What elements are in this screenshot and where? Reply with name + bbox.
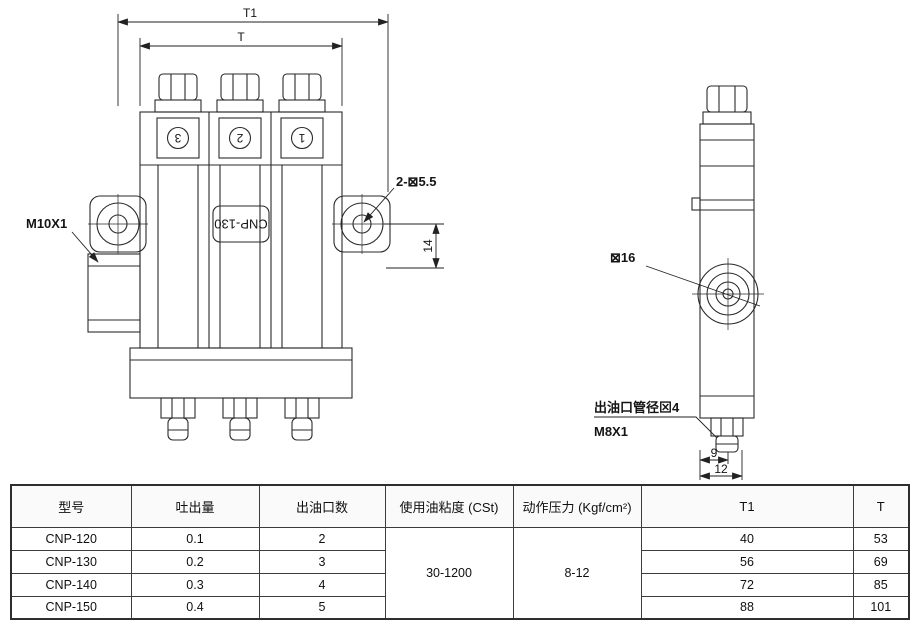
outlet-fitting-2 [222,397,258,441]
section-number-3: 3 [174,131,181,145]
cell-outlets: 4 [258,572,386,597]
cell-discharge: 0.1 [130,526,260,551]
cell-discharge: 0.4 [130,595,260,620]
side-view-dimensions [594,265,761,480]
cell-model: CNP-120 [10,526,132,551]
cell-model: CNP-150 [10,595,132,620]
side-body [691,123,755,419]
side-outlet-fitting [710,417,744,453]
top-bolt-3 [278,73,326,113]
spec-table: 型号 吐出量 出油口数 使用油粘度 (CSt) 动作压力 (Kgf/cm²) T… [10,484,910,620]
cell-t: 85 [852,572,910,597]
cell-pressure: 8-12 [512,526,642,620]
cell-model: CNP-140 [10,572,132,597]
col-header-discharge: 吐出量 [130,484,260,528]
cell-outlets: 2 [258,526,386,551]
front-view-dimensions [71,14,444,269]
table-header-row: 型号 吐出量 出油口数 使用油粘度 (CSt) 动作压力 (Kgf/cm²) T… [10,484,910,528]
cell-t: 53 [852,526,910,551]
section-number-2: 2 [236,131,243,145]
pump-body [139,111,343,349]
table-row: CNP-140 0.3 4 72 85 [10,572,910,597]
col-header-t: T [852,484,910,528]
col-header-pressure: 动作压力 (Kgf/cm²) [512,484,642,528]
model-stamp: CNP-130 [214,217,267,232]
cell-outlets: 3 [258,549,386,574]
dim-9-label: 9 [711,446,718,460]
front-view [87,73,392,441]
outlet-thread-label: M8X1 [594,424,628,439]
cell-t1: 72 [640,572,854,597]
dim-t-label: T [237,30,245,44]
side-view [691,85,764,453]
dim-12-label: 12 [714,462,728,476]
table-row: CNP-130 0.2 3 56 69 [10,549,910,574]
bottom-section [129,347,353,399]
cell-discharge: 0.2 [130,549,260,574]
section-plates [156,117,324,159]
cell-model: CNP-130 [10,549,132,574]
side-top-bolt [702,85,752,125]
outlet-fitting-1 [160,397,196,441]
section-number-1: 1 [298,131,305,145]
table-row: CNP-150 0.4 5 88 101 [10,595,910,620]
cell-t1: 56 [640,549,854,574]
bore-label: ⊠16 [610,250,635,265]
mounting-ear-right [332,194,392,254]
top-bolt-1 [154,73,202,113]
side-view-texts: ⊠16 出油口管径⊠4 M8X1 9 12 [594,250,728,476]
col-header-viscosity: 使用油粘度 (CSt) [384,484,514,528]
side-boss-circles [692,258,764,330]
cell-viscosity: 30-1200 [384,526,514,620]
cell-t: 101 [852,595,910,620]
thread-label: M10X1 [26,216,67,231]
valve-drawing: T1 T 14 M10X1 2-⊠5.5 CNP-130 3 2 1 [26,6,764,480]
cell-t1: 88 [640,595,854,620]
outlet-fitting-3 [284,397,320,441]
front-view-texts: T1 T 14 M10X1 2-⊠5.5 CNP-130 3 2 1 [26,6,437,253]
cell-outlets: 5 [258,595,386,620]
dim-14-label: 14 [421,239,435,253]
dim-t1-label: T1 [243,6,257,20]
model-plate [212,205,270,243]
mounting-ear-left [88,194,148,254]
col-header-outlets: 出油口数 [258,484,386,528]
mount-holes-label: 2-⊠5.5 [396,174,437,189]
cell-discharge: 0.3 [130,572,260,597]
outlet-pipe-label: 出油口管径⊠4 [594,400,680,415]
cell-t: 69 [852,549,910,574]
side-port-block [87,253,141,333]
col-header-t1: T1 [640,484,854,528]
top-bolt-2 [216,73,264,113]
cell-t1: 40 [640,526,854,551]
table-row: CNP-120 0.1 2 30-1200 8-12 40 53 [10,526,910,620]
col-header-model: 型号 [10,484,132,528]
